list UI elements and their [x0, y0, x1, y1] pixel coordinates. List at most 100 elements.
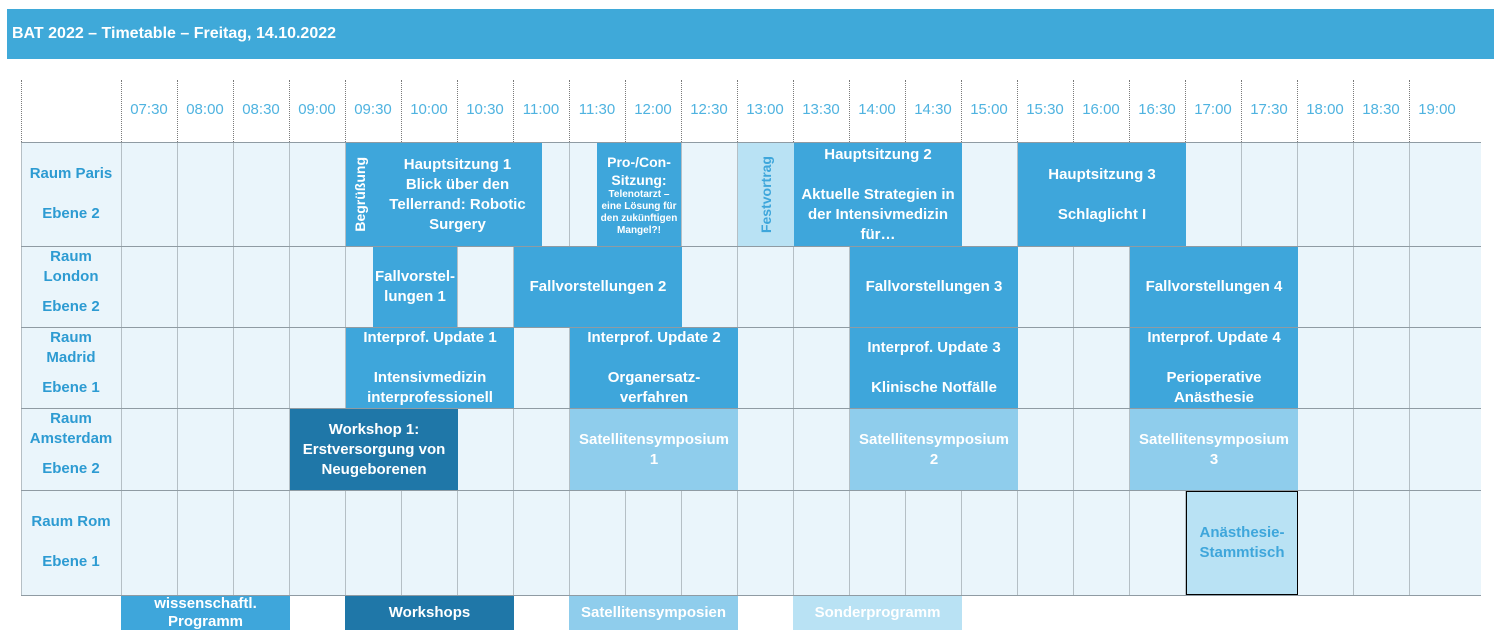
time-label: 07:30: [130, 101, 168, 118]
event-begruessung[interactable]: Begrüßung: [346, 143, 373, 246]
event-label: Begrüßung: [351, 157, 368, 232]
time-tick: [401, 80, 402, 142]
event-hauptsitzung-1[interactable]: Hauptsitzung 1 Blick über den Tellerrand…: [373, 143, 542, 246]
grid-column-line: [289, 142, 290, 595]
grid-column-line: [345, 142, 346, 595]
room-name: Raum London: [43, 248, 99, 285]
time-label: 18:00: [1306, 101, 1344, 118]
time-label: 16:00: [1082, 101, 1120, 118]
event-subtitle: Telenotarzt – eine Lösung für den zukünf…: [600, 188, 678, 236]
time-label: 15:00: [970, 101, 1008, 118]
time-tick: [289, 80, 290, 142]
room-paris: Raum Paris Ebene 2: [21, 164, 121, 224]
time-label: 12:30: [690, 101, 728, 118]
grid-column-line: [1073, 142, 1074, 595]
event-hauptsitzung-2[interactable]: Hauptsitzung 2 Aktuelle Strategien in de…: [794, 143, 962, 246]
event-interprof-update-3[interactable]: Interprof. Update 3 Klinische Notfälle: [850, 328, 1018, 408]
event-workshop-1[interactable]: Workshop 1: Erstversorgung von Neugebore…: [290, 409, 458, 490]
time-tick: [1073, 80, 1074, 142]
grid-column-line: [1409, 142, 1410, 595]
event-pro-con-sitzung[interactable]: Pro-/Con-Sitzung: Telenotarzt – eine Lös…: [597, 143, 681, 246]
row-divider: [21, 595, 1481, 596]
event-festvortrag[interactable]: Festvortrag: [738, 143, 794, 246]
room-level: Ebene 1: [42, 379, 100, 396]
page-title: BAT 2022 – Timetable – Freitag, 14.10.20…: [7, 9, 1494, 59]
time-label: 11:30: [578, 101, 616, 118]
time-tick: [905, 80, 906, 142]
time-label: 17:00: [1194, 101, 1232, 118]
time-label: 10:30: [466, 101, 504, 118]
event-satellitensymposium-1[interactable]: Satellitensymposium 1: [570, 409, 738, 490]
time-tick: [793, 80, 794, 142]
time-tick: [21, 80, 22, 142]
row-divider: [21, 142, 1481, 143]
grid-column-line: [793, 142, 794, 595]
legend-wissenschaftliches-programm: wissenschaftl. Programm: [121, 596, 290, 630]
row-divider: [21, 490, 1481, 491]
event-fallvorstellungen-1[interactable]: Fallvorstel-lungen 1: [373, 247, 457, 327]
grid-column-line: [849, 142, 850, 595]
time-tick: [345, 80, 346, 142]
time-tick: [1297, 80, 1298, 142]
room-madrid: Raum Madrid Ebene 1: [21, 328, 121, 398]
room-level: Ebene 2: [42, 298, 100, 315]
event-label: Festvortrag: [758, 155, 774, 234]
legend-satellitensymposien: Satellitensymposien: [569, 596, 738, 630]
legend-sonderprogramm: Sonderprogramm: [793, 596, 962, 630]
time-label: 12:00: [634, 101, 672, 118]
time-tick: [737, 80, 738, 142]
event-fallvorstellungen-2[interactable]: Fallvorstellungen 2: [514, 247, 682, 327]
time-tick: [177, 80, 178, 142]
time-tick: [513, 80, 514, 142]
event-interprof-update-1[interactable]: Interprof. Update 1 Intensivmedizin inte…: [346, 328, 514, 408]
time-label: 09:30: [354, 101, 392, 118]
room-name: Raum Rom: [31, 513, 111, 530]
time-tick: [1241, 80, 1242, 142]
time-tick: [1129, 80, 1130, 142]
time-label: 19:00: [1418, 101, 1456, 118]
time-label: 10:00: [410, 101, 448, 118]
room-amsterdam: Raum Amsterdam Ebene 2: [21, 409, 121, 479]
room-rom: Raum Rom Ebene 1: [21, 512, 121, 572]
room-name: Raum Amsterdam: [29, 410, 113, 447]
row-divider: [21, 246, 1481, 247]
time-tick: [849, 80, 850, 142]
grid-column-line: [21, 142, 22, 595]
time-tick: [1353, 80, 1354, 142]
grid-column-line: [121, 142, 122, 595]
event-anaesthesie-stammtisch[interactable]: Anästhesie-Stammtisch: [1186, 491, 1298, 595]
grid-column-line: [233, 142, 234, 595]
room-name: Raum Paris: [29, 165, 113, 182]
time-label: 09:00: [298, 101, 336, 118]
event-interprof-update-2[interactable]: Interprof. Update 2 Organersatz-verfahre…: [570, 328, 738, 408]
event-fallvorstellungen-4[interactable]: Fallvorstellungen 4: [1130, 247, 1298, 327]
grid-column-line: [1353, 142, 1354, 595]
time-label: 08:30: [242, 101, 280, 118]
time-tick: [457, 80, 458, 142]
time-label: 14:30: [914, 101, 952, 118]
row-divider: [21, 408, 1481, 409]
legend-workshops: Workshops: [345, 596, 514, 630]
time-label: 13:30: [802, 101, 840, 118]
time-tick: [121, 80, 122, 142]
event-hauptsitzung-3[interactable]: Hauptsitzung 3 Schlaglicht I: [1018, 143, 1186, 246]
time-label: 08:00: [186, 101, 224, 118]
time-label: 11:00: [522, 101, 560, 118]
room-name: Raum Madrid: [46, 329, 96, 366]
time-tick: [681, 80, 682, 142]
time-tick: [1185, 80, 1186, 142]
event-interprof-update-4[interactable]: Interprof. Update 4 Perioperative Anästh…: [1130, 328, 1298, 408]
row-divider: [21, 327, 1481, 328]
event-fallvorstellungen-3[interactable]: Fallvorstellungen 3: [850, 247, 1018, 327]
time-label: 15:30: [1026, 101, 1064, 118]
time-tick: [1409, 80, 1410, 142]
time-label: 17:30: [1250, 101, 1288, 118]
time-label: 14:00: [858, 101, 896, 118]
time-label: 16:30: [1138, 101, 1176, 118]
time-tick: [233, 80, 234, 142]
event-satellitensymposium-2[interactable]: Satellitensymposium 2: [850, 409, 1018, 490]
event-satellitensymposium-3[interactable]: Satellitensymposium 3: [1130, 409, 1298, 490]
time-tick: [625, 80, 626, 142]
grid-column-line: [569, 142, 570, 595]
room-level: Ebene 2: [42, 205, 100, 222]
